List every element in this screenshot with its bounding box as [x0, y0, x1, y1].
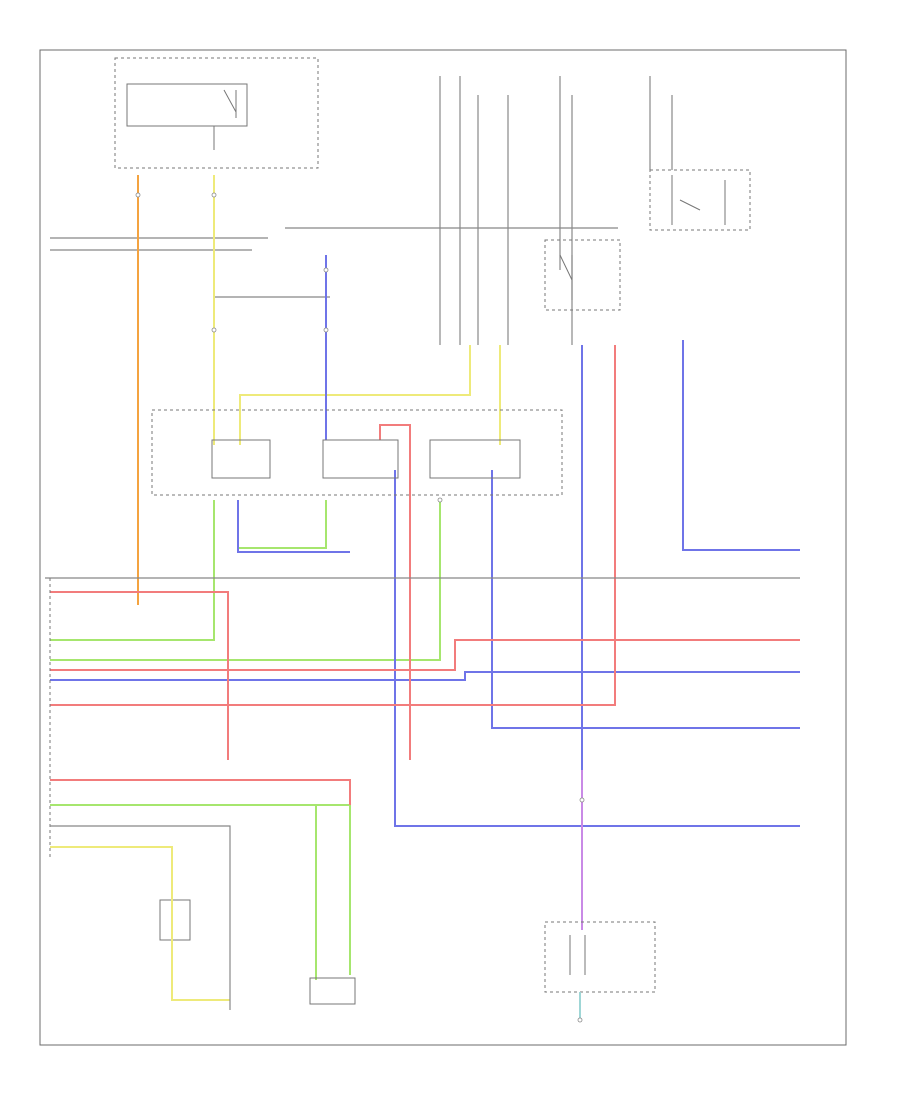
- wire-blue-lower: [491, 470, 800, 729]
- fuse-lines: [477, 95, 673, 345]
- ac-clutch-relay: [544, 239, 621, 311]
- wire-green-bottom: [50, 804, 351, 975]
- relay-switch-top-left: [213, 89, 237, 150]
- ecu-switch-2: [322, 439, 399, 479]
- wire-green-long: [50, 500, 441, 661]
- wire-red-mid: [50, 345, 616, 706]
- ac-compressor-clutch: [544, 921, 656, 993]
- fuse-box-top-left: [114, 57, 319, 169]
- diagram-frame: [39, 49, 847, 1046]
- wire-blue-loop: [237, 500, 350, 553]
- sensor-lower-left: [159, 899, 191, 941]
- pressure-sensor: [309, 977, 356, 1005]
- wire-red-long: [50, 639, 800, 671]
- wire-yellow-right: [239, 345, 471, 445]
- relay-top-left: [126, 83, 248, 127]
- ac-compressor-switch: [569, 935, 586, 975]
- wire-blue-right: [682, 340, 800, 551]
- wire-red-loop: [379, 424, 411, 760]
- relay-top-right-switch: [671, 175, 726, 225]
- wire-green-left: [50, 500, 215, 641]
- supply-bus-top: [439, 76, 651, 345]
- wire-green-hub: [237, 500, 327, 549]
- ecu-upper-block: [151, 409, 563, 496]
- bus-line-left: [50, 237, 268, 251]
- wire-red-top: [50, 591, 229, 760]
- wire-blue-mid: [394, 470, 800, 827]
- wire-yellow-sensor: [50, 846, 230, 1001]
- wire-black-sensor: [50, 825, 231, 1010]
- wire-blue-long: [50, 671, 800, 681]
- ecu-switch-1: [211, 439, 271, 479]
- ecu-switch-3: [429, 439, 521, 479]
- ac-clutch-relay-switch: [559, 254, 573, 300]
- relay-top-right: [649, 169, 751, 231]
- connector-dots: [135, 192, 585, 1023]
- wire-red-bottom: [50, 779, 351, 805]
